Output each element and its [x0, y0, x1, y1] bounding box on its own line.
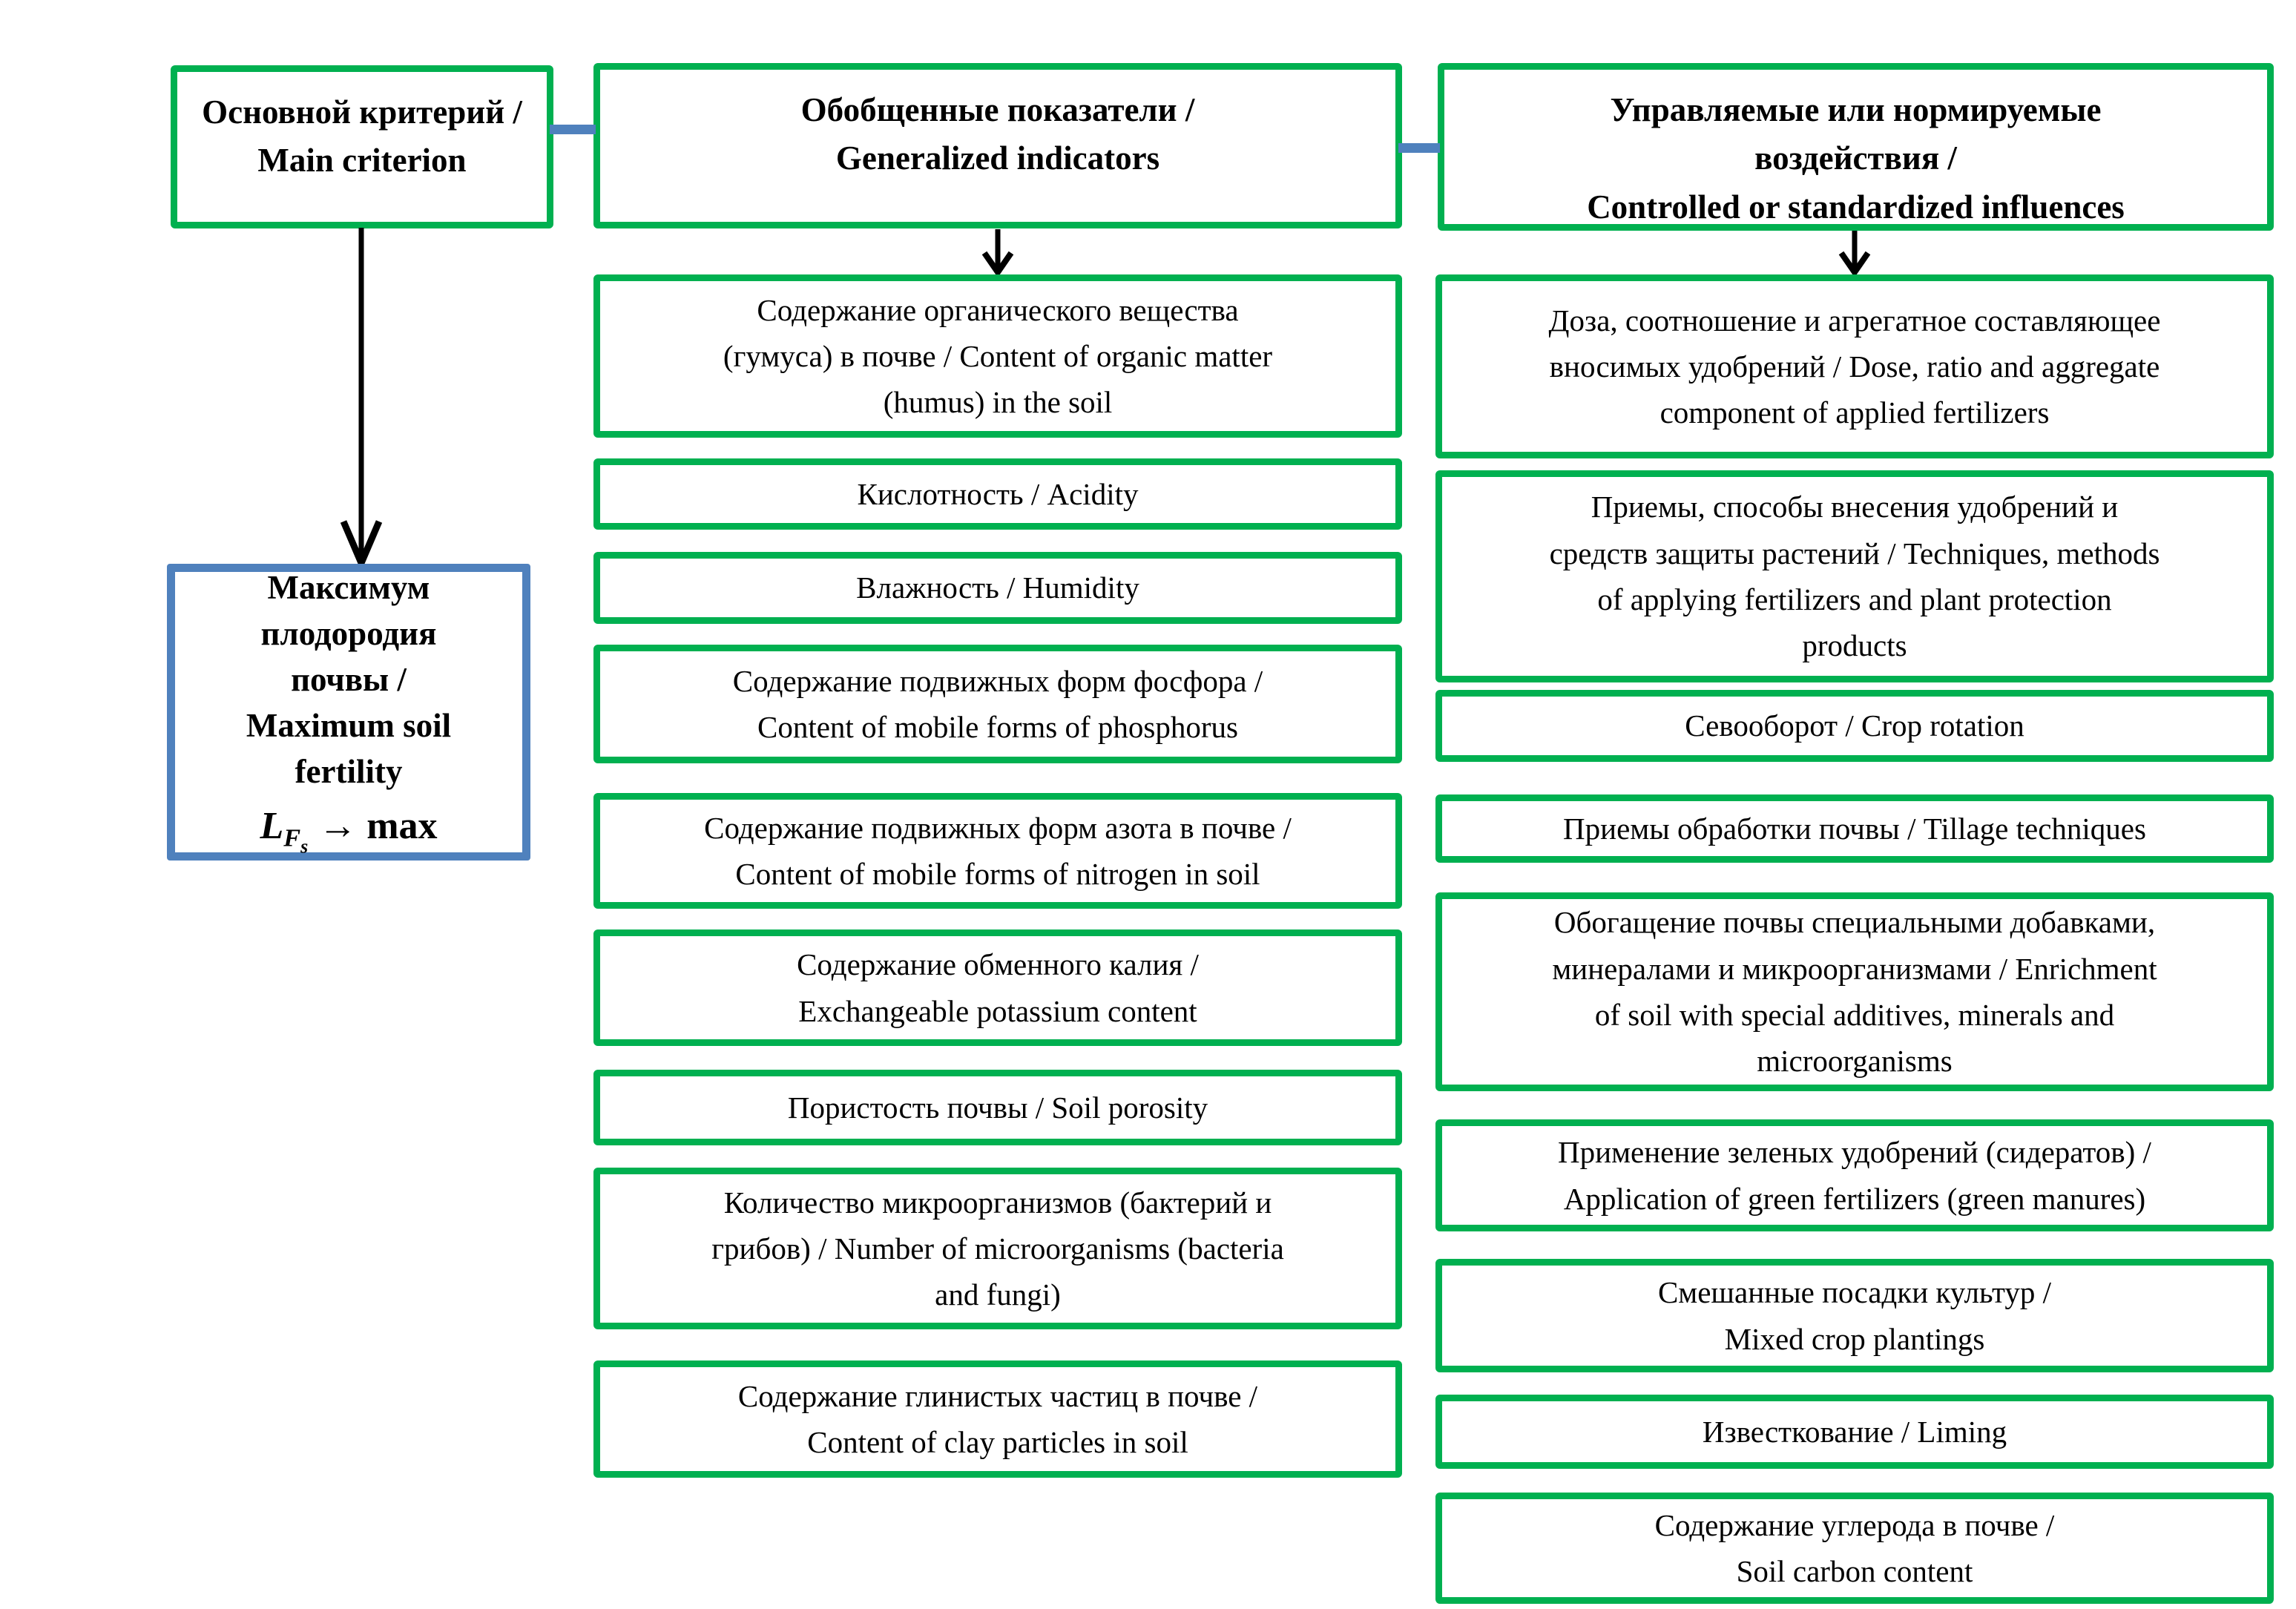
influence-box-2: Приемы, способы внесения удобрений и сре… [1435, 470, 2274, 682]
down-arrow-influences-icon [1838, 231, 1871, 277]
main-criterion-box: Основной критерий / Main criterion [171, 65, 553, 228]
indicator-box-7: Пористость почвы / Soil porosity [593, 1070, 1402, 1145]
indicators-column: Содержание органического вещества (гумус… [593, 274, 1402, 1478]
controlled-influences-box: Управляемые или нормируемые воздействия … [1438, 63, 2274, 231]
connector-main-to-indicators [550, 125, 596, 134]
down-arrow-main-icon [340, 228, 383, 567]
maximum-soil-fertility-box: Максимум плодородия почвы / Maximum soil… [167, 564, 530, 861]
influence-box-1: Доза, соотношение и агрегатное составляю… [1435, 274, 2274, 458]
influence-box-8: Известкование / Liming [1435, 1395, 2274, 1469]
indicator-box-3: Влажность / Humidity [593, 552, 1402, 624]
indicator-box-5: Содержание подвижных форм азота в почве … [593, 793, 1402, 909]
influences-column: Доза, соотношение и агрегатное составляю… [1435, 274, 2274, 1604]
fertility-formula: LFs → max [260, 800, 437, 860]
influence-box-7: Смешанные посадки культур / Mixed crop p… [1435, 1259, 2274, 1372]
formula-variable: L [260, 804, 284, 847]
influence-box-5: Обогащение почвы специальными добавками,… [1435, 892, 2274, 1091]
indicator-box-6: Содержание обменного калия / Exchangeabl… [593, 929, 1402, 1046]
influence-box-4: Приемы обработки почвы / Tillage techniq… [1435, 794, 2274, 863]
down-arrow-indicators-icon [981, 229, 1014, 277]
influence-box-6: Применение зеленых удобрений (сидератов)… [1435, 1119, 2274, 1231]
formula-arrow-max: → max [318, 804, 438, 847]
generalized-indicators-box: Обобщенные показатели / Generalized indi… [593, 63, 1402, 228]
indicator-box-8: Количество микроорганизмов (бактерий и г… [593, 1168, 1402, 1329]
indicator-box-9: Содержание глинистых частиц в почве / Co… [593, 1360, 1402, 1478]
goal-label: Максимум плодородия почвы / Maximum soil… [246, 569, 452, 791]
indicator-box-1: Содержание органического вещества (гумус… [593, 274, 1402, 438]
influence-box-9: Содержание углерода в почве / Soil carbo… [1435, 1493, 2274, 1604]
formula-subsubscript: s [300, 835, 309, 858]
connector-indicators-to-influences [1398, 143, 1440, 153]
indicator-box-4: Содержание подвижных форм фосфора / Cont… [593, 645, 1402, 763]
formula-subscript: F [283, 823, 301, 852]
indicator-box-2: Кислотность / Acidity [593, 458, 1402, 530]
influence-box-3: Севооборот / Crop rotation [1435, 690, 2274, 762]
